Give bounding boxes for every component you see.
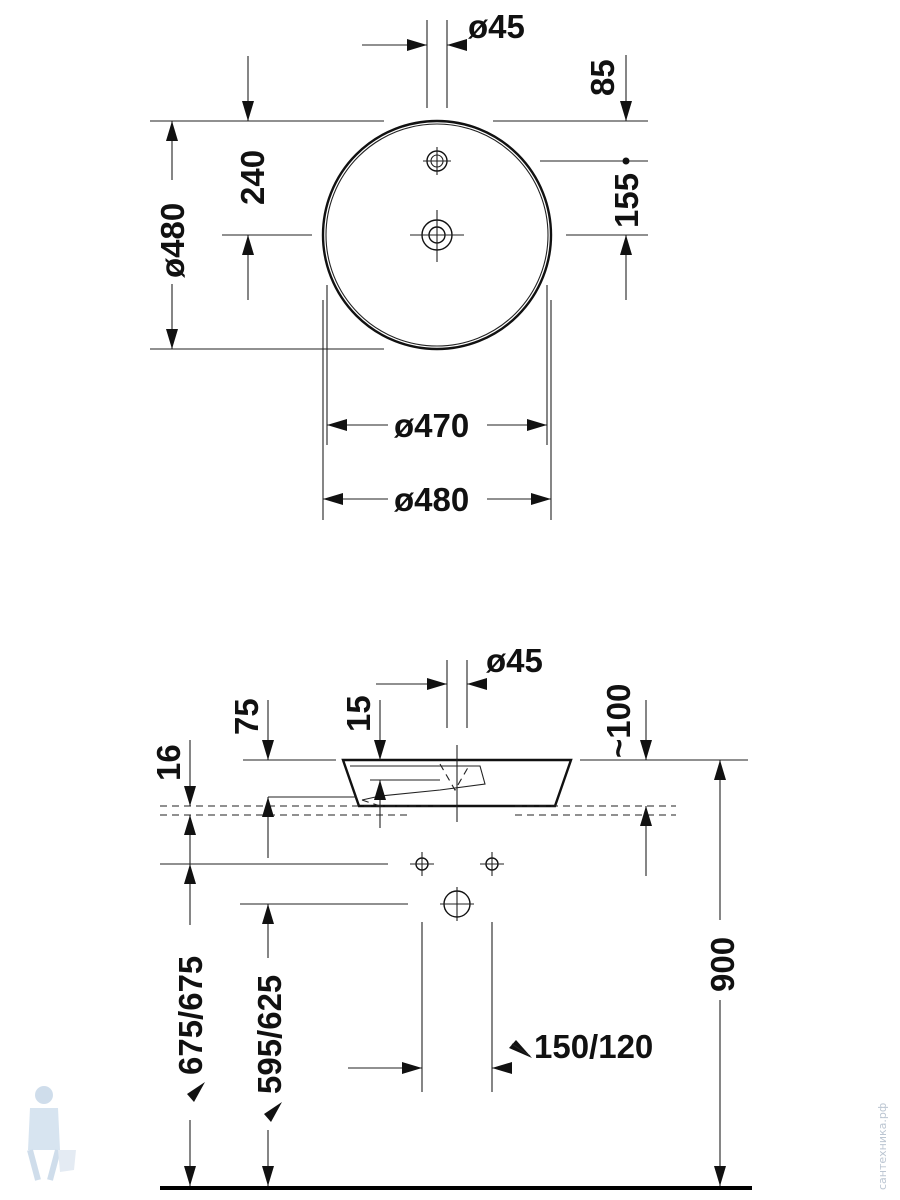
top-drain-diameter-label: ø45 <box>468 8 525 45</box>
install-height-label: 900 <box>704 937 741 992</box>
outer-diameter-bottom-label: ø480 <box>394 481 469 518</box>
tap-offset-label: 85 <box>584 59 621 96</box>
half-depth-label: 240 <box>234 150 271 205</box>
wall-outlet-height-b-label: 595/625 <box>251 975 288 1094</box>
basin-inner-circle <box>325 123 549 347</box>
bowl-bottom-label: 15 <box>340 695 377 732</box>
basin-inner-profile <box>350 765 486 801</box>
total-height-label: 75 <box>228 698 265 735</box>
side-view: ø45 75 15 ~100 16 <box>150 642 752 1190</box>
tap-reference-dot <box>622 157 630 165</box>
inner-diameter-label: ø470 <box>394 407 469 444</box>
plumber-logo-icon <box>27 1086 76 1181</box>
counter-thickness-label: 16 <box>150 744 187 781</box>
outlet-spacing-label: 150/120 <box>534 1028 653 1065</box>
rim-height-label: ~100 <box>600 684 637 758</box>
watermark-text: сантехника.рф <box>876 1103 889 1190</box>
wall-outlet-height-a-label: 675/675 <box>172 956 209 1075</box>
watermark: сантехника.рф <box>27 1086 889 1190</box>
side-drain-diameter-label: ø45 <box>486 642 543 679</box>
center-to-tap-label: 155 <box>608 173 645 228</box>
outer-diameter-left-label: ø480 <box>154 203 191 278</box>
top-view: ø45 85 155 240 ø480 <box>150 8 648 520</box>
basin-outer-circle <box>321 119 553 351</box>
